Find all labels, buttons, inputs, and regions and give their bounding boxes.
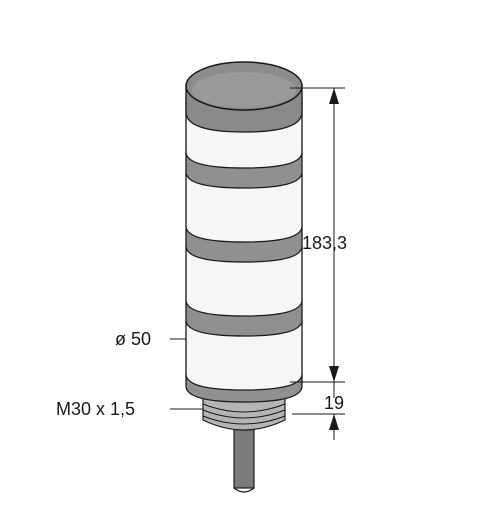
cable: [233, 427, 255, 493]
thread-label: M30 x 1,5: [56, 399, 135, 419]
top-lens: [185, 61, 303, 111]
tower-body: [185, 83, 303, 391]
diameter-callout: ø 50: [115, 329, 186, 349]
threaded-connector: [202, 397, 286, 431]
height-label: 183,3: [302, 233, 347, 253]
thread-callout: M30 x 1,5: [56, 399, 203, 419]
thread-length-dimension: 19: [292, 382, 345, 440]
height-dimension: 183,3: [290, 87, 347, 383]
diameter-label: ø 50: [115, 329, 151, 349]
thread-length-label: 19: [324, 393, 344, 413]
